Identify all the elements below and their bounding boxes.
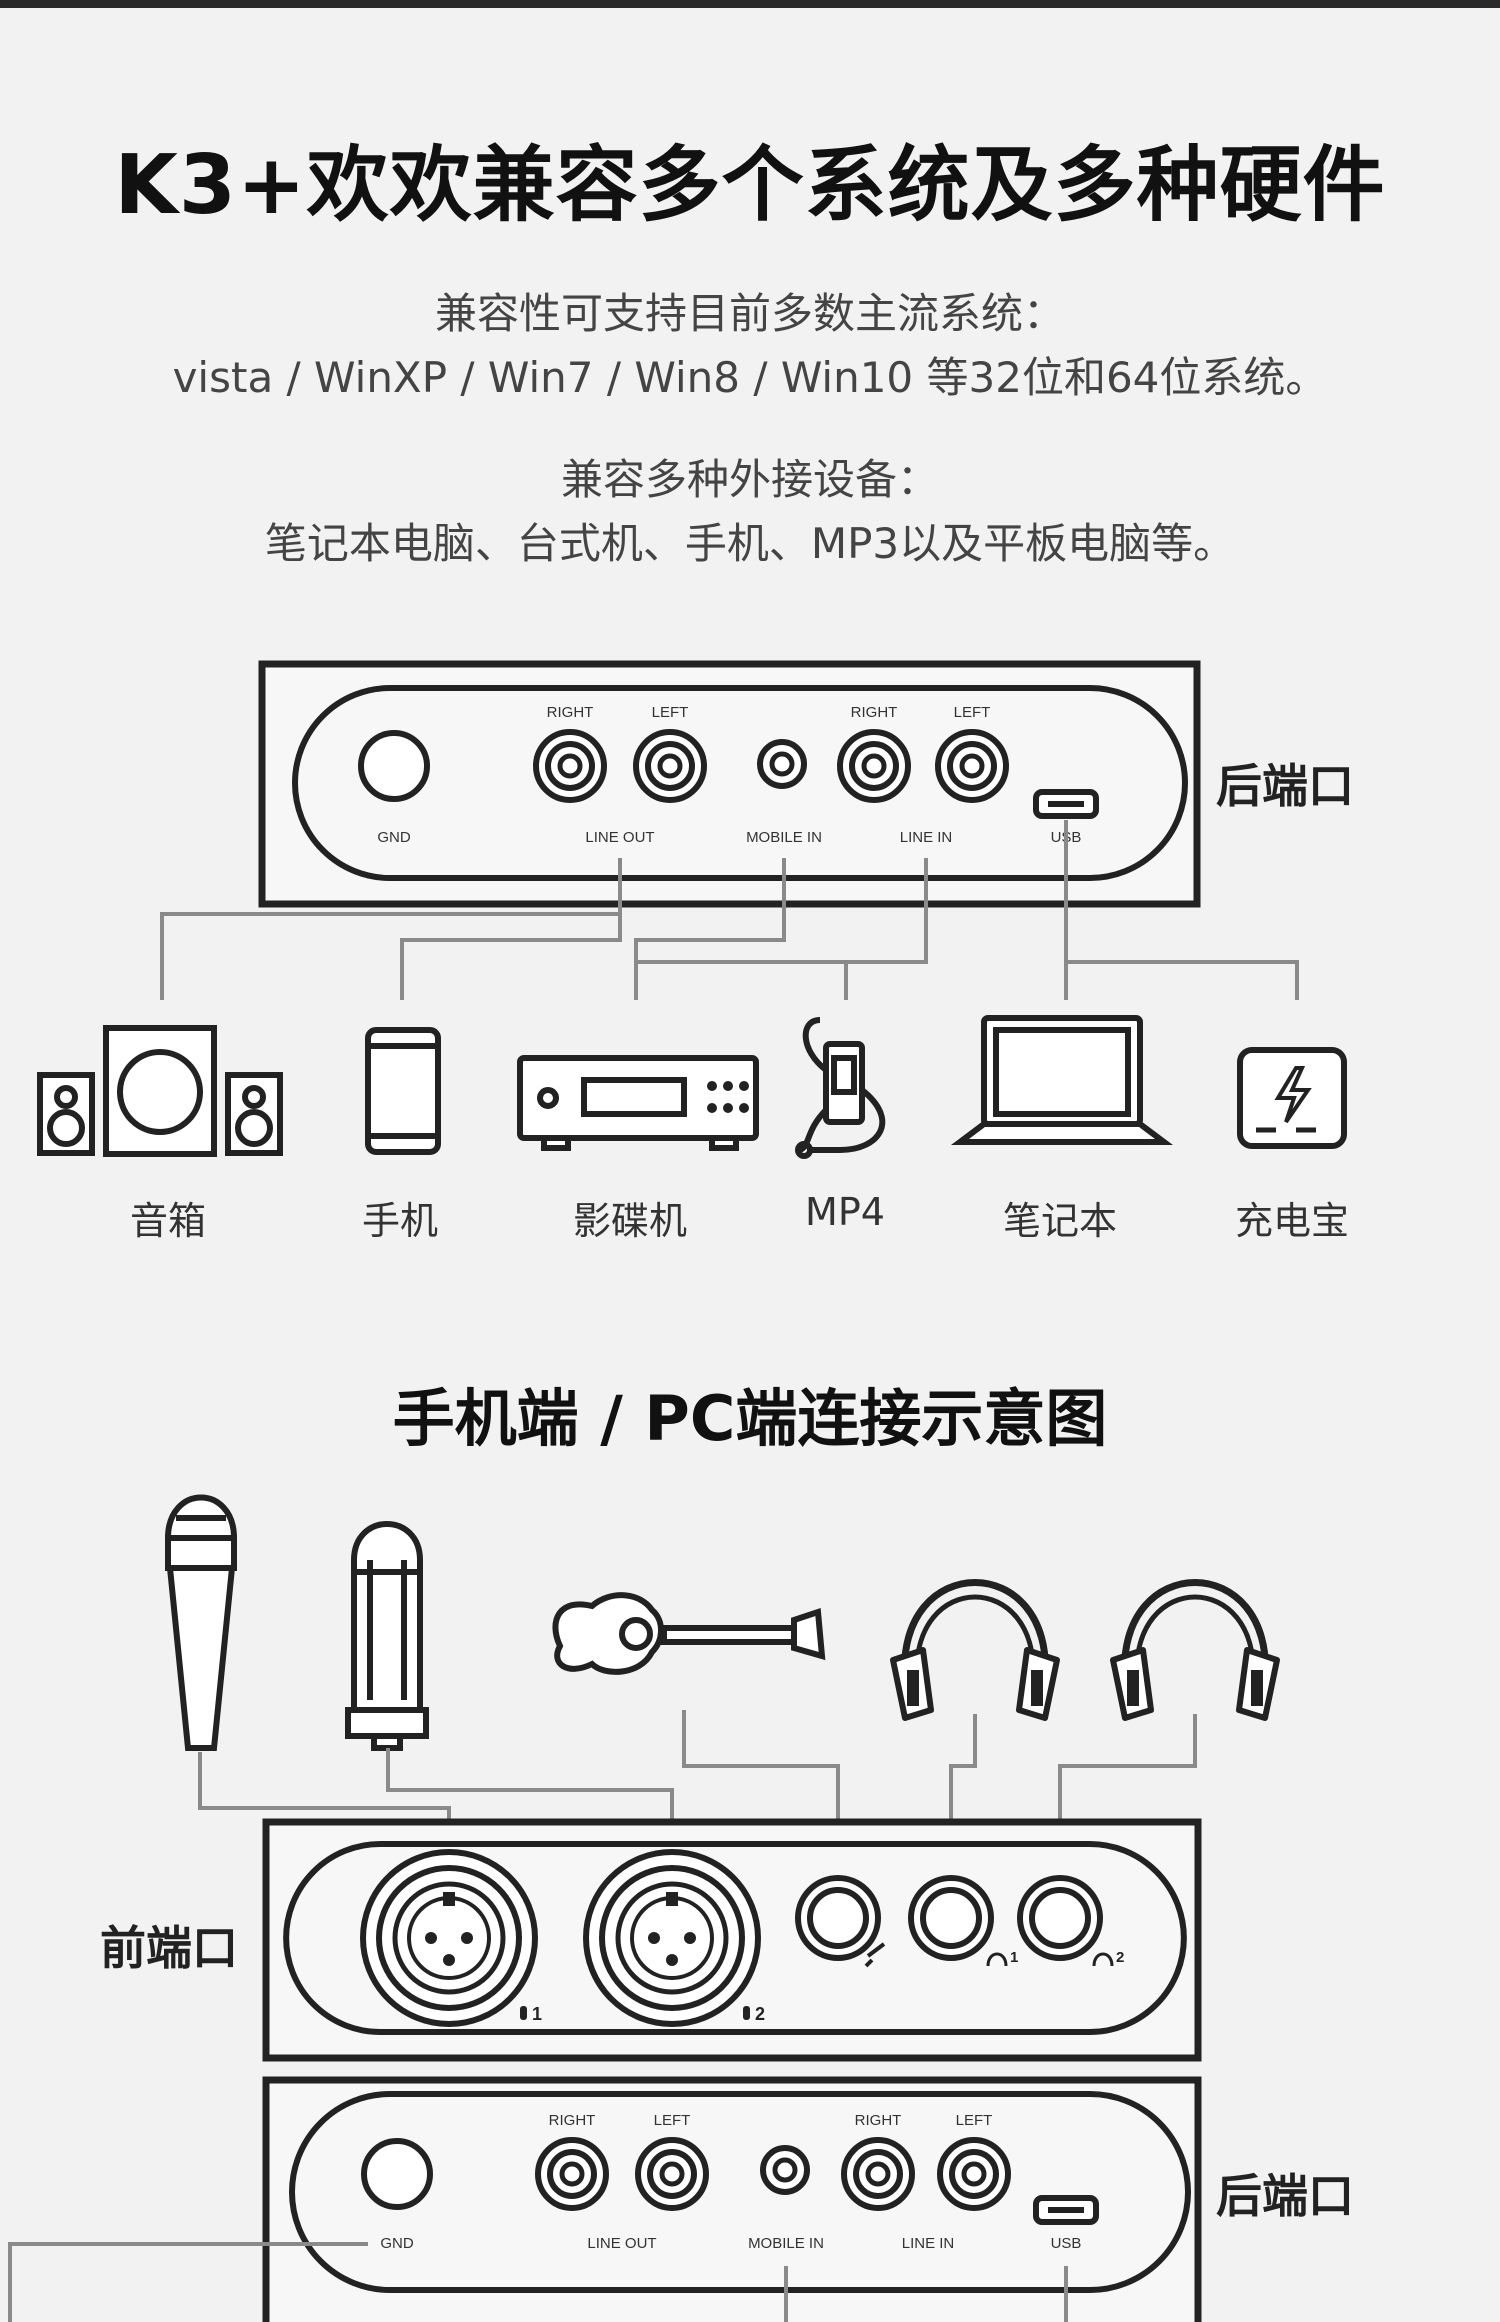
line-in-left-jack: [938, 732, 1006, 800]
hp-1-number: 1: [1010, 1949, 1018, 1966]
dvd-player-icon: [517, 1055, 759, 1151]
usb-port: [1036, 2198, 1096, 2222]
label-mobile-in: MOBILE IN: [746, 829, 822, 846]
guitar-icon: [552, 1592, 826, 1675]
label-line-out: LINE OUT: [585, 829, 654, 846]
os-compat-text: 兼容性可支持目前多数主流系统： vista / WinXP / Win7 / W…: [0, 282, 1500, 410]
label-right: RIGHT: [855, 2112, 902, 2129]
label-mobile-in: MOBILE IN: [748, 2235, 824, 2252]
line-in-left-jack: [940, 2140, 1008, 2208]
device-compat-line2: 笔记本电脑、台式机、手机、MP3以及平板电脑等。: [264, 519, 1236, 568]
gnd-terminal: [361, 2138, 433, 2210]
phone-icon: [365, 1027, 441, 1155]
os-compat-line2: vista / WinXP / Win7 / Win8 / Win10 等32位…: [172, 353, 1328, 402]
rear-port-label-2: 后端口: [1216, 2169, 1354, 2223]
mic-symbol-icon: [520, 2006, 527, 2020]
mic-2-xlr-jack: [586, 1852, 758, 2024]
condenser-mic-icon: [345, 1521, 429, 1751]
label-left: LEFT: [654, 2112, 691, 2129]
line-in-right-jack: [840, 732, 908, 800]
line-out-right-jack: [538, 2140, 606, 2208]
device-label-speakers: 音箱: [129, 1199, 206, 1243]
label-gnd: GND: [377, 829, 411, 846]
headphone-symbol-icon: [1092, 1952, 1114, 1967]
mic-2-number: 2: [755, 2004, 765, 2024]
headphones-1-icon: [893, 1583, 1057, 1719]
device-label-laptop: 笔记本: [1002, 1199, 1117, 1243]
line-in-right-jack: [844, 2140, 912, 2208]
line-out-left-jack: [636, 732, 704, 800]
device-label-dvd: 影碟机: [572, 1199, 687, 1243]
front-panel: 1 2 1 2: [262, 1818, 1202, 2062]
guitar-symbol-icon: [864, 1942, 886, 1968]
rear-2-connector-lines: [8, 2242, 1068, 2322]
mic-1-number: 1: [532, 2004, 542, 2024]
label-right: RIGHT: [547, 704, 594, 721]
headphone-1-jack: [911, 1878, 991, 1958]
label-line-in: LINE IN: [900, 829, 953, 846]
label-line-in: LINE IN: [902, 2235, 955, 2252]
device-label-mp4: MP4: [805, 1190, 885, 1234]
label-left: LEFT: [954, 704, 991, 721]
laptop-icon: [951, 1015, 1173, 1145]
line-out-right-jack: [536, 732, 604, 800]
mp4-player-icon: [795, 1017, 886, 1159]
headphones-2-icon: [1113, 1583, 1277, 1719]
device-label-phone: 手机: [361, 1199, 438, 1243]
mic-1-xlr-jack: [363, 1852, 535, 2024]
label-right: RIGHT: [851, 704, 898, 721]
connector-lines: [160, 820, 1299, 1000]
mobile-in-jack: [760, 742, 804, 786]
mic-symbol-icon: [743, 2006, 750, 2020]
label-usb: USB: [1051, 2235, 1082, 2252]
label-left: LEFT: [956, 2112, 993, 2129]
rear-panel: RIGHT LEFT RIGHT LEFT GND LINE OUT MOBIL…: [258, 660, 1201, 908]
top-border: [0, 0, 1500, 8]
handheld-mic-icon: [164, 1494, 238, 1751]
section-2-title: 手机端 / PC端连接示意图: [392, 1382, 1108, 1455]
headphone-symbol-icon: [986, 1952, 1008, 1967]
power-bank-icon: [1237, 1047, 1347, 1149]
label-right: RIGHT: [549, 2112, 596, 2129]
device-compat-text: 兼容多种外接设备： 笔记本电脑、台式机、手机、MP3以及平板电脑等。: [0, 448, 1500, 576]
speakers-icon: [37, 1025, 283, 1157]
label-gnd: GND: [380, 2235, 414, 2252]
device-compat-line1: 兼容多种外接设备：: [560, 455, 939, 504]
device-label-power-bank: 充电宝: [1234, 1199, 1349, 1243]
os-compat-line1: 兼容性可支持目前多数主流系统：: [434, 289, 1065, 338]
gnd-terminal: [358, 730, 430, 802]
mobile-in-jack: [763, 2148, 807, 2192]
line-out-left-jack: [638, 2140, 706, 2208]
hp-2-number: 2: [1116, 1949, 1124, 1966]
guitar-jack: [798, 1878, 878, 1958]
label-left: LEFT: [652, 704, 689, 721]
front-port-label: 前端口: [100, 1921, 238, 1975]
page-title: K3+欢欢兼容多个系统及多种硬件: [114, 138, 1386, 233]
rear-panel-2: RIGHT LEFT RIGHT LEFT GND LINE OUT MOBIL…: [262, 2076, 1202, 2322]
rear-port-label: 后端口: [1216, 759, 1354, 813]
usb-port: [1036, 792, 1096, 816]
headphone-2-jack: [1020, 1878, 1100, 1958]
label-line-out: LINE OUT: [587, 2235, 656, 2252]
